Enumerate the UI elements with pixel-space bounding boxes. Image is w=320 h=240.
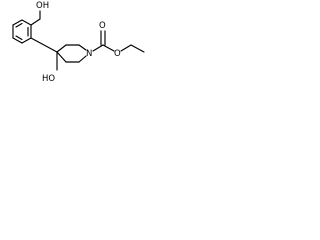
chemical-structure-diagram: OH N HO O O	[12, 1, 145, 84]
ester-oxygen-label: O	[114, 49, 121, 59]
benzene-inner-double-1	[15, 22, 23, 28]
piperidine-ring	[56, 44, 87, 63]
bond-aryl-c4	[30, 37, 58, 53]
piperidine-bond-c5-c4	[56, 51, 67, 63]
piperidine-bond-n-c6	[78, 55, 87, 63]
ch2oh-oxygen-label: OH	[36, 1, 49, 11]
piperidine-bond-c2-n	[78, 44, 87, 51]
ring-nitrogen-label: N	[86, 49, 92, 59]
bond-carbonyl-ester-oxygen	[102, 44, 115, 52]
piperidine-bond-c4-c3	[56, 44, 67, 53]
hydroxyl-label: HO	[42, 74, 55, 84]
benzene-bond-4	[21, 37, 32, 44]
benzene-bond-5	[12, 37, 23, 44]
benzene-ring	[12, 19, 32, 44]
benzene-bond-2	[21, 19, 32, 26]
carbonyl-oxygen-label: O	[99, 21, 106, 31]
benzene-bond-1	[12, 19, 23, 26]
bond-ester-oxygen-ch2	[120, 44, 132, 52]
bond-aryl-ch2	[30, 18, 41, 26]
bond-n-carbonyl	[92, 44, 104, 52]
benzene-inner-double-3	[15, 35, 23, 41]
bond-ethyl-ch2-ch3	[130, 44, 145, 53]
